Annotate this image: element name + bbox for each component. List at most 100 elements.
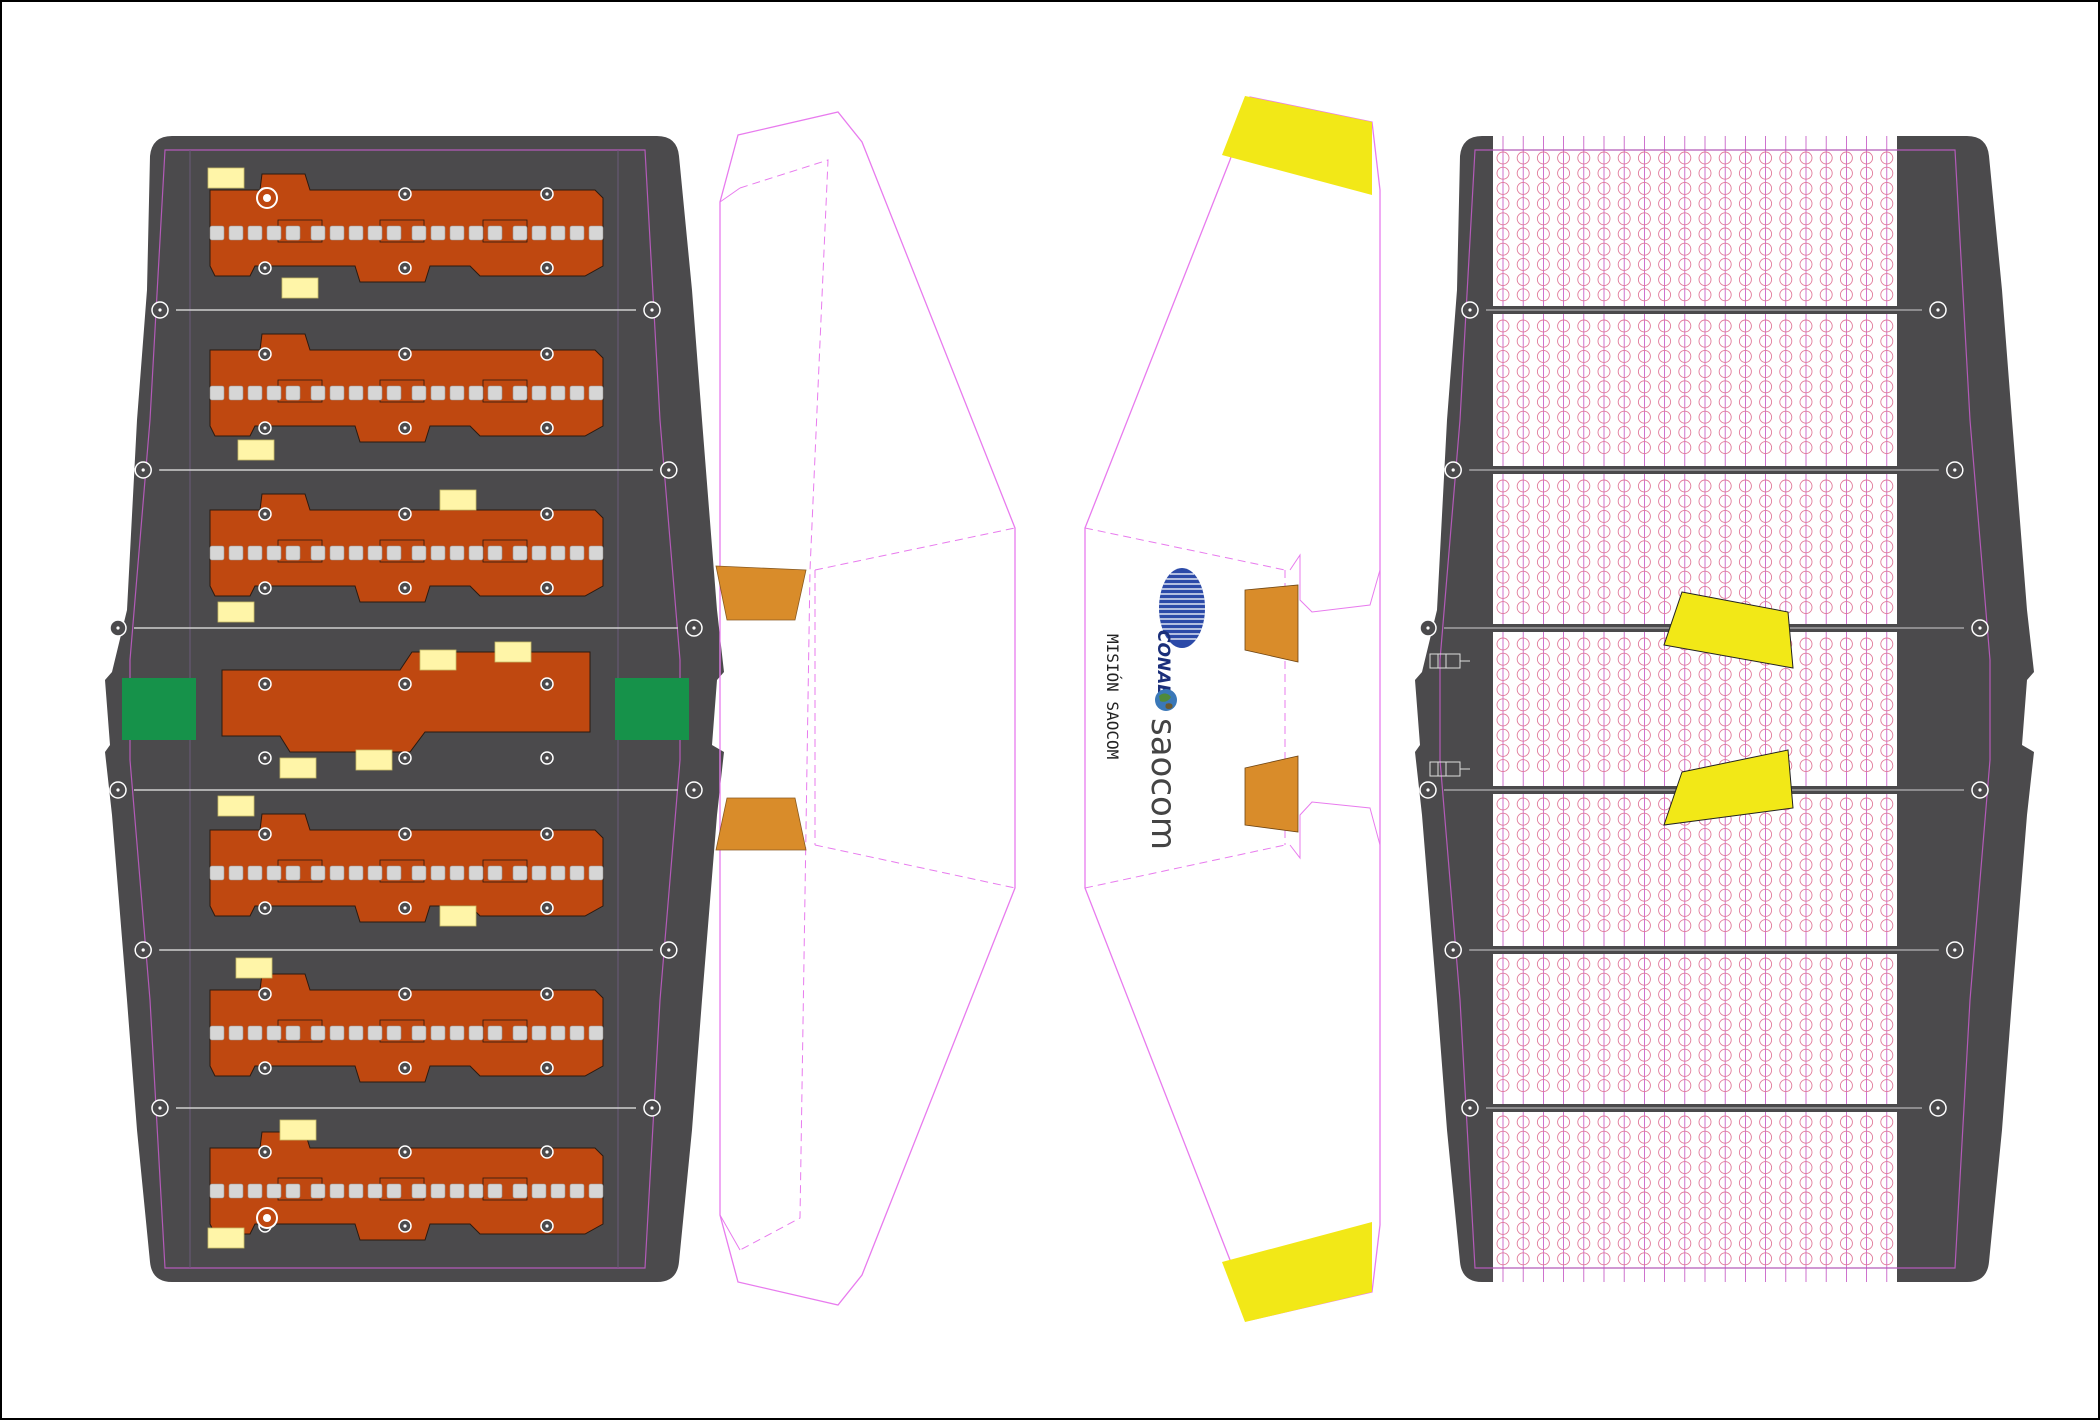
grid-hole — [1496, 1018, 1510, 1032]
grid-hole — [1779, 242, 1793, 256]
grid-hole — [1799, 1018, 1813, 1032]
grid-hole — [1839, 585, 1853, 599]
conae-logo-text: CONAE — [1153, 630, 1173, 696]
grid-hole — [1658, 1079, 1672, 1093]
grid-hole — [1597, 1063, 1611, 1077]
grid-hole — [1839, 1145, 1853, 1159]
grid-hole — [1819, 425, 1833, 439]
grid-hole — [1617, 395, 1631, 409]
grid-hole — [1557, 1252, 1571, 1266]
grid-hole — [1678, 1048, 1692, 1062]
grid-hole — [1597, 441, 1611, 455]
grid-hole — [1536, 242, 1550, 256]
grid-hole — [1738, 365, 1752, 379]
grid-hole — [1799, 212, 1813, 226]
grid-hole — [1658, 319, 1672, 333]
mount-hole-dot — [403, 426, 407, 430]
grid-hole — [1860, 166, 1874, 180]
grid-hole — [1678, 365, 1692, 379]
mount-hole-icon — [1929, 301, 1947, 319]
grid-hole — [1678, 667, 1692, 681]
grid-hole — [1678, 166, 1692, 180]
grid-hole — [1698, 425, 1712, 439]
grid-hole — [1819, 365, 1833, 379]
mount-hole-dot — [545, 756, 549, 760]
grid-hole — [1738, 698, 1752, 712]
glue-tab-yellow — [1222, 96, 1372, 195]
grid-hole — [1819, 728, 1833, 742]
grid-hole — [1516, 334, 1530, 348]
grid-hole — [1779, 1252, 1793, 1266]
grid-hole — [1839, 425, 1853, 439]
mount-hole-icon — [1444, 941, 1462, 959]
grid-hole — [1880, 888, 1894, 902]
grid-hole — [1698, 873, 1712, 887]
grid-hole — [1799, 637, 1813, 651]
solar-cell — [367, 1183, 383, 1199]
grid-hole — [1496, 540, 1510, 554]
grid-hole — [1536, 827, 1550, 841]
grid-hole — [1819, 334, 1833, 348]
mount-hole-icon — [398, 187, 412, 201]
grid-hole — [1759, 812, 1773, 826]
grid-hole — [1839, 540, 1853, 554]
solar-cell — [285, 1183, 301, 1199]
mount-hole-dot — [141, 468, 145, 472]
grid-hole — [1516, 166, 1530, 180]
grid-hole — [1557, 227, 1571, 241]
grid-hole — [1496, 494, 1510, 508]
grid-hole — [1536, 1206, 1550, 1220]
grid-hole — [1779, 441, 1793, 455]
solar-cell — [569, 1025, 585, 1041]
grid-hole — [1637, 273, 1651, 287]
grid-hole — [1718, 1252, 1732, 1266]
grid-hole — [1597, 1048, 1611, 1062]
grid-hole — [1799, 319, 1813, 333]
grid-hole — [1577, 540, 1591, 554]
solar-cell — [569, 545, 585, 561]
grid-hole — [1799, 479, 1813, 493]
grid-hole — [1597, 380, 1611, 394]
mount-hole-icon — [398, 987, 412, 1001]
mount-hole-dot — [650, 308, 654, 312]
grid-hole — [1637, 797, 1651, 811]
grid-hole — [1839, 827, 1853, 841]
grid-hole — [1516, 380, 1530, 394]
grid-hole — [1577, 827, 1591, 841]
grid-hole — [1819, 319, 1833, 333]
solar-cell — [531, 1183, 547, 1199]
mount-hole-icon — [1971, 619, 1989, 637]
grid-hole — [1860, 759, 1874, 773]
grid-hole — [1698, 494, 1712, 508]
grid-hole — [1738, 197, 1752, 211]
grid-hole — [1880, 1115, 1894, 1129]
grid-hole — [1839, 957, 1853, 971]
grid-hole — [1880, 273, 1894, 287]
grid-hole — [1759, 987, 1773, 1001]
grid-hole — [1759, 380, 1773, 394]
solar-cell — [531, 1025, 547, 1041]
mount-hole-dot — [263, 906, 267, 910]
grid-hole — [1839, 212, 1853, 226]
grid-hole — [1637, 743, 1651, 757]
grid-hole — [1637, 570, 1651, 584]
solar-cell — [310, 1025, 326, 1041]
grid-hole — [1597, 1221, 1611, 1235]
mount-hole-dot — [116, 788, 120, 792]
grid-hole — [1839, 667, 1853, 681]
grid-hole — [1496, 273, 1510, 287]
grid-hole — [1678, 441, 1692, 455]
grid-hole — [1496, 1221, 1510, 1235]
grid-hole — [1516, 585, 1530, 599]
grid-hole — [1799, 380, 1813, 394]
grid-hole — [1799, 1252, 1813, 1266]
grid-hole — [1658, 197, 1672, 211]
grid-hole — [1597, 212, 1611, 226]
grid-hole — [1577, 1048, 1591, 1062]
grid-hole — [1779, 1221, 1793, 1235]
grid-hole — [1718, 1161, 1732, 1175]
solar-cell — [348, 225, 364, 241]
grid-hole — [1658, 151, 1672, 165]
grid-hole — [1779, 858, 1793, 872]
grid-hole — [1557, 540, 1571, 554]
